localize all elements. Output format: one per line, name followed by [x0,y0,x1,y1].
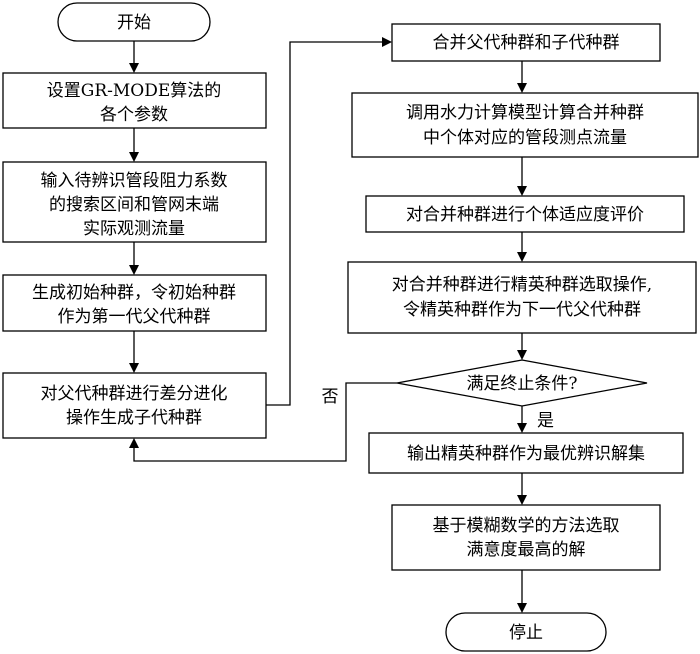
node-set-params: 设置GR-MODE算法的 各个参数 [2,72,267,129]
node-output-label: 输出精英种群作为最优辨识解集 [407,444,645,464]
node-init-pop-line-2: 作为第一代父代种群 [58,307,211,327]
edge-output-to-fuzzy [517,473,527,505]
node-fitness-label: 对合并种群进行个体适应度评价 [406,205,644,225]
node-input-line-1: 输入待辨识管段阻力系数 [41,171,228,191]
edge-init-pop-to-diff-evo [129,331,139,373]
node-init-pop: 生成初始种群，令初始种群 作为第一代父代种群 [2,274,267,332]
edge-decision-yes-to-output [517,406,527,433]
node-start: 开始 [57,2,211,42]
edge-merge-to-hydraulic [517,61,527,93]
node-output: 输出精英种群作为最优辨识解集 [368,432,684,474]
edge-decision-no-to-diff-evo [129,382,397,462]
node-fitness: 对合并种群进行个体适应度评价 [365,195,685,233]
edge-set-params-to-input [129,128,139,162]
node-decision-label: 满足终止条件? [466,374,577,394]
edge-label-yes: 是 [537,411,554,431]
node-set-params-line-2: 各个参数 [100,105,168,125]
edge-elite-to-decision [517,333,527,360]
edge-fuzzy-to-stop [517,570,527,613]
node-fuzzy: 基于模糊数学的方法选取 满意度最高的解 [391,504,661,571]
node-hydraulic: 调用水力计算模型计算合并种群 中个体对应的管段测点流量 [351,92,699,158]
node-input-line-3: 实际观测流量 [83,219,185,239]
node-merge-label: 合并父代种群和子代种群 [433,33,620,53]
node-diff-evo-line-1: 对父代种群进行差分进化 [41,384,228,404]
edge-start-to-set-params [129,41,139,73]
node-diff-evo: 对父代种群进行差分进化 操作生成子代种群 [2,372,267,439]
node-start-label: 开始 [117,13,151,33]
edge-label-no: 否 [322,387,339,407]
node-elite: 对合并种群进行精英种群选取操作, 令精英种群作为下一代父代种群 [347,261,697,334]
edge-input-to-init-pop [129,242,139,275]
node-fuzzy-line-1: 基于模糊数学的方法选取 [433,516,620,536]
edge-diff-evo-to-merge [266,37,392,406]
edge-fitness-to-elite [517,232,527,262]
node-init-pop-line-1: 生成初始种群，令初始种群 [32,283,236,303]
node-elite-line-1: 对合并种群进行精英种群选取操作, [392,275,652,295]
node-diff-evo-line-2: 操作生成子代种群 [66,408,202,428]
node-stop: 停止 [445,612,607,652]
node-hydraulic-line-2: 中个体对应的管段测点流量 [423,128,627,148]
node-fuzzy-line-2: 满意度最高的解 [467,540,586,560]
node-elite-line-2: 令精英种群作为下一代父代种群 [403,300,641,320]
node-decision: 满足终止条件? [396,359,648,407]
node-stop-label: 停止 [509,623,543,643]
node-input-line-2: 的搜索区间和管网末端 [49,195,219,215]
edge-hydraulic-to-fitness [517,157,527,196]
node-set-params-line-1: 设置GR-MODE算法的 [47,81,222,101]
node-merge: 合并父代种群和子代种群 [391,23,661,62]
node-input: 输入待辨识管段阻力系数 的搜索区间和管网末端 实际观测流量 [2,161,267,243]
node-hydraulic-line-1: 调用水力计算模型计算合并种群 [406,103,644,123]
